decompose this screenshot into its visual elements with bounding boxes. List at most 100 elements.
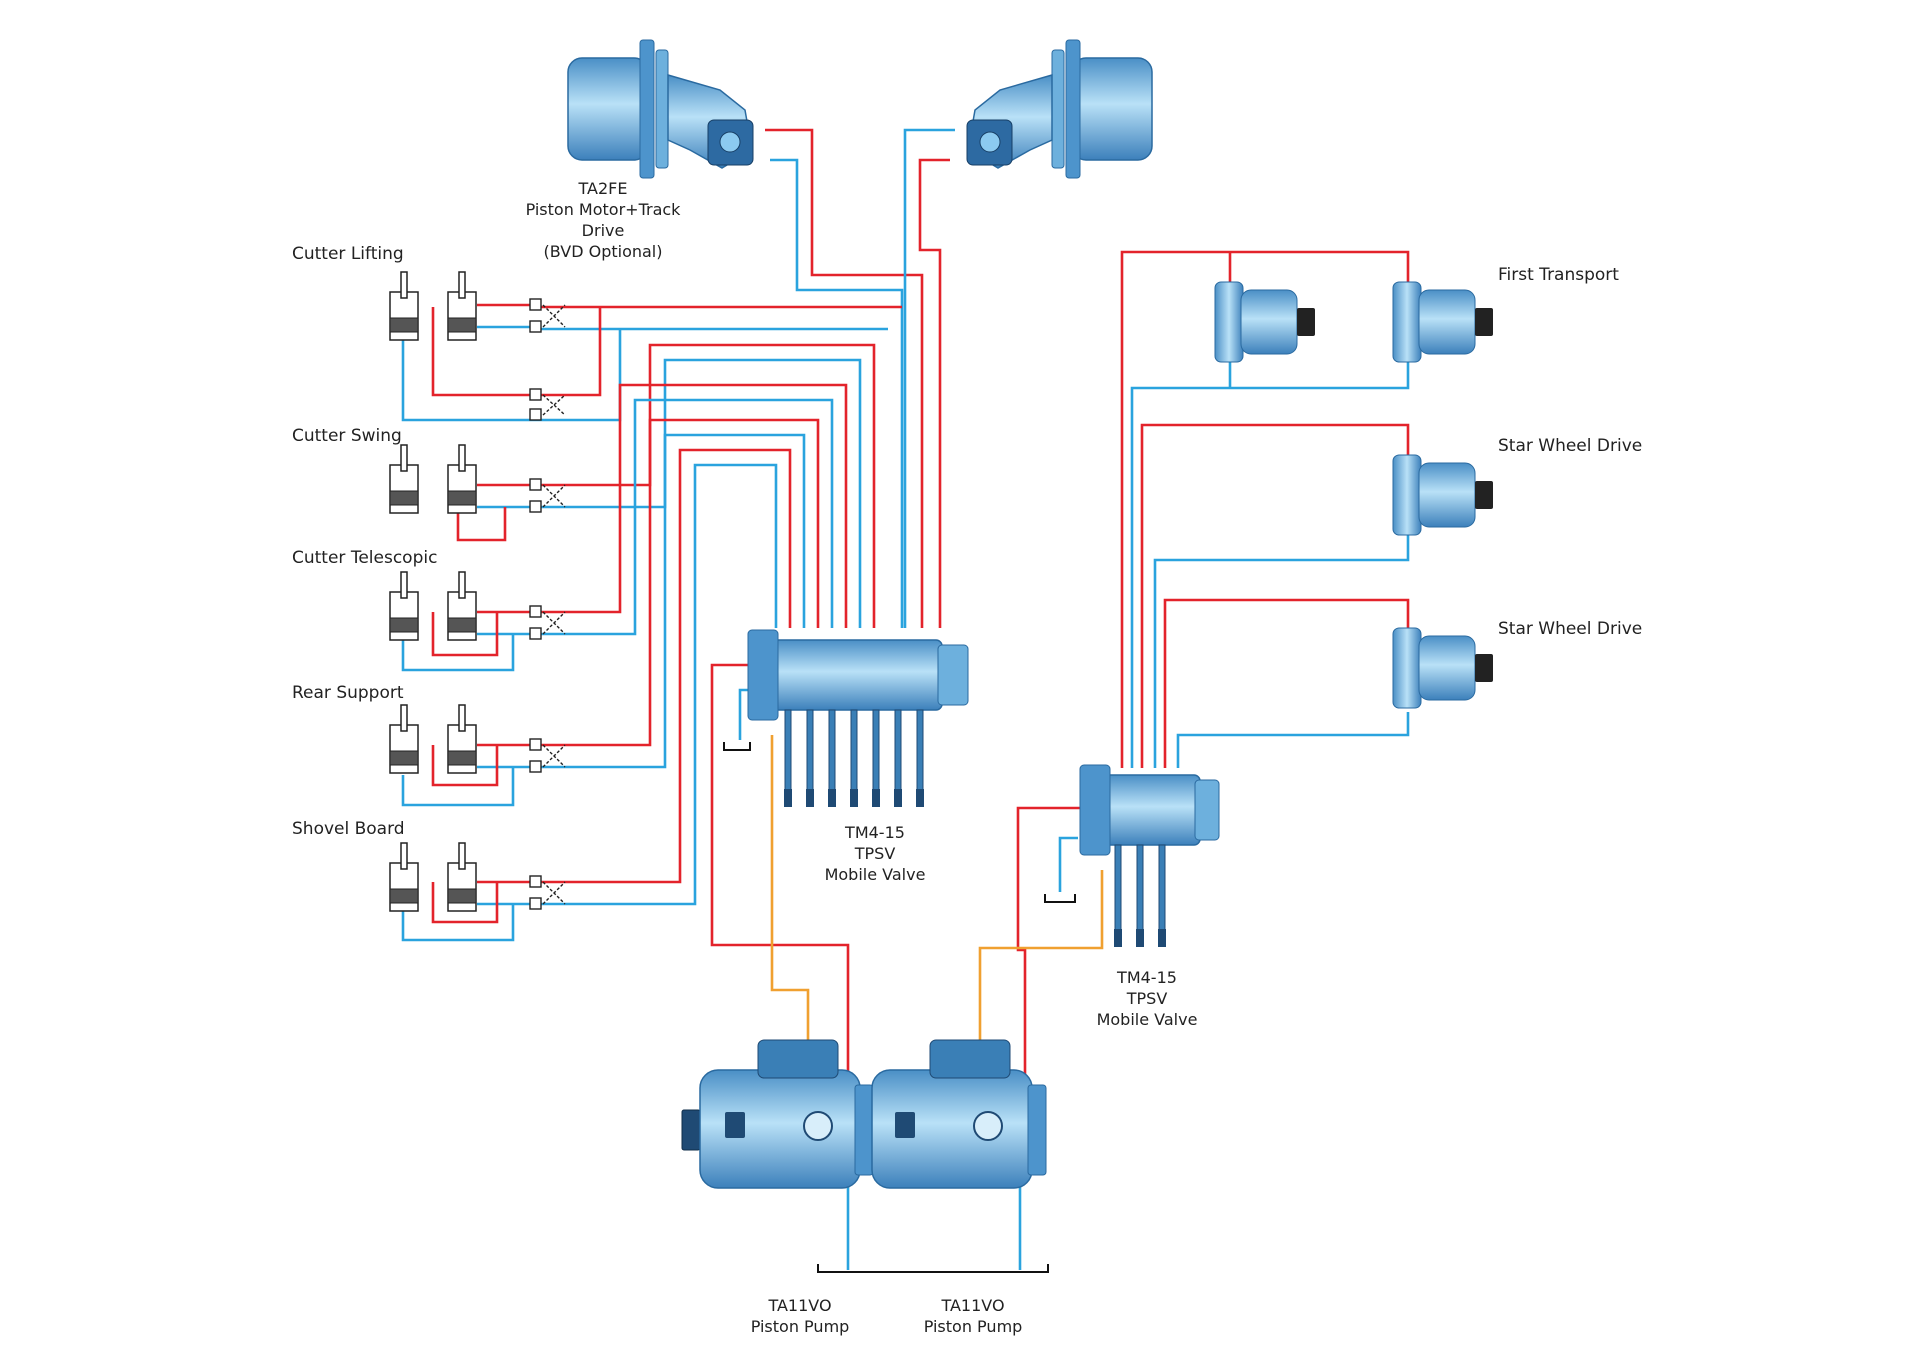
shovel-board-cylinder-rod — [400, 842, 408, 870]
check-valve-lower — [529, 760, 542, 773]
check-valve-lower — [529, 320, 542, 333]
check-valve-pair-2 — [529, 388, 566, 421]
cylinders — [389, 271, 477, 912]
check-valve-upper — [529, 388, 542, 401]
shovel-board-cylinder-2 — [447, 842, 477, 912]
star-wheel-motor-2-shaft — [1475, 654, 1493, 682]
track-motor-label-line-1: TA2FE — [578, 179, 628, 198]
cutter-swing-cylinder-2 — [447, 444, 477, 514]
line-transport-a — [1120, 250, 1410, 768]
line-tele-b — [477, 398, 834, 636]
check-valve-upper — [529, 298, 542, 311]
star-wheel-motor-1-shaft — [1475, 481, 1493, 509]
cutter-lifting-cylinder-rod — [458, 271, 466, 299]
valve-main-label-line-1: TM4-15 — [844, 823, 905, 842]
check-valve-lower — [529, 500, 542, 513]
cutter-swing-cylinder-rod — [400, 444, 408, 472]
check-valve-cross — [542, 611, 566, 635]
rear-support-cylinder-barrel — [447, 724, 477, 774]
line-right-tank — [1058, 836, 1078, 892]
cutter-telescopic-cylinder-barrel — [389, 591, 419, 641]
line-shovel-d — [401, 904, 515, 942]
check-valve-pair-4 — [529, 605, 566, 640]
check-valve-pair-6 — [529, 875, 566, 910]
line-star2-a — [1163, 598, 1410, 768]
line-track-left-pressure — [765, 128, 924, 628]
line-star1-b — [1153, 535, 1410, 768]
transport-motor-right-body — [1418, 289, 1476, 355]
valve-main-label: TM4-15 TPSV Mobile Valve — [825, 823, 926, 884]
line-rear-c — [431, 745, 499, 787]
rear-support-label: Rear Support — [292, 683, 404, 703]
tank-symbols — [723, 742, 1076, 1273]
line-main-pressure — [710, 663, 850, 1075]
pump-left-regulator — [757, 1039, 839, 1079]
check-valve-upper — [529, 875, 542, 888]
pump-right-label: TA11VO Piston Pump — [924, 1296, 1023, 1336]
check-valve-pair-1 — [529, 298, 566, 333]
valve-main-stem-knob-6 — [894, 789, 902, 807]
track-motor-label-line-2: Piston Motor+Track — [526, 200, 682, 219]
valve-right — [1079, 764, 1220, 856]
line-tele-c — [431, 612, 499, 657]
tank-symbol-main — [723, 742, 751, 751]
star-wheel-motor-1 — [1392, 454, 1493, 536]
cutter-telescopic-cylinder-piston — [389, 617, 419, 633]
track-motor-label-line-3: Drive — [582, 221, 625, 240]
valve-main-stem-knob-4 — [850, 789, 858, 807]
pump-shaft — [681, 1109, 701, 1151]
valve-main-stem-knob-2 — [806, 789, 814, 807]
line-track-left-return — [770, 158, 904, 628]
valve-main-stem-knob-7 — [916, 789, 924, 807]
star-wheel-motor-1-body — [1418, 462, 1476, 528]
transport-motor-right — [1392, 281, 1493, 363]
track-motor-right — [966, 39, 1153, 179]
check-valve-lower — [529, 627, 542, 640]
line-lift-c — [431, 307, 602, 397]
line-shovel-a — [477, 448, 792, 884]
cutter-swing-label: Cutter Swing — [292, 426, 402, 446]
shovel-board-cylinder-barrel — [389, 862, 419, 912]
transport-motor-left-body — [1240, 289, 1298, 355]
cutter-telescopic-cylinder-piston — [447, 617, 477, 633]
track-motor-left — [567, 39, 754, 179]
cutter-lifting-cylinder-piston — [447, 317, 477, 333]
transport-motor-left-shaft — [1297, 308, 1315, 336]
check-valve-upper — [529, 478, 542, 491]
line-track-right-return — [903, 128, 955, 628]
star-wheel-drive-label-1: Star Wheel Drive — [1498, 436, 1642, 456]
rear-support-cylinder-piston — [447, 750, 477, 766]
line-star1-a — [1140, 423, 1410, 768]
valve-main-label-line-3: Mobile Valve — [825, 865, 926, 884]
check-valves — [529, 298, 566, 910]
valve-main-stem-knob-1 — [784, 789, 792, 807]
valve-right-stem-knob-2 — [1136, 929, 1144, 947]
star-wheel-drive-label-2: Star Wheel Drive — [1498, 619, 1642, 639]
line-shovel-c — [431, 882, 499, 924]
cutter-telescopic-cylinder-2 — [447, 571, 477, 641]
valve-right-label-line-2: TPSV — [1126, 989, 1168, 1008]
track-motor-label-line-4: (BVD Optional) — [544, 242, 663, 261]
valve-right-stem-knob-3 — [1158, 929, 1166, 947]
shovel-board-cylinder-piston — [389, 888, 419, 904]
valve-right-label-line-1: TM4-15 — [1116, 968, 1177, 987]
shovel-board-cylinder-piston — [447, 888, 477, 904]
track-motor-label: TA2FE Piston Motor+Track Drive (BVD Opti… — [526, 179, 682, 261]
cutter-swing-cylinder-rod — [458, 444, 466, 472]
line-lift-d — [401, 329, 622, 422]
piston-pumps — [681, 1039, 1047, 1189]
line-right-pilot — [978, 870, 1104, 1040]
cutter-telescopic-cylinder-barrel — [447, 591, 477, 641]
transport-motor-right-flange — [1392, 281, 1422, 363]
shovel-board-cylinder-barrel — [447, 862, 477, 912]
valve-right-stems — [1114, 844, 1166, 947]
tank-symbol-right — [1044, 894, 1076, 903]
cutter-swing-cylinder-piston — [389, 490, 419, 506]
cutter-swing-cylinder-barrel — [389, 464, 419, 514]
rear-support-cylinder-piston — [389, 750, 419, 766]
rear-support-cylinder-2 — [447, 704, 477, 774]
check-valve-pair-3 — [529, 478, 566, 513]
check-valve-lower — [529, 897, 542, 910]
